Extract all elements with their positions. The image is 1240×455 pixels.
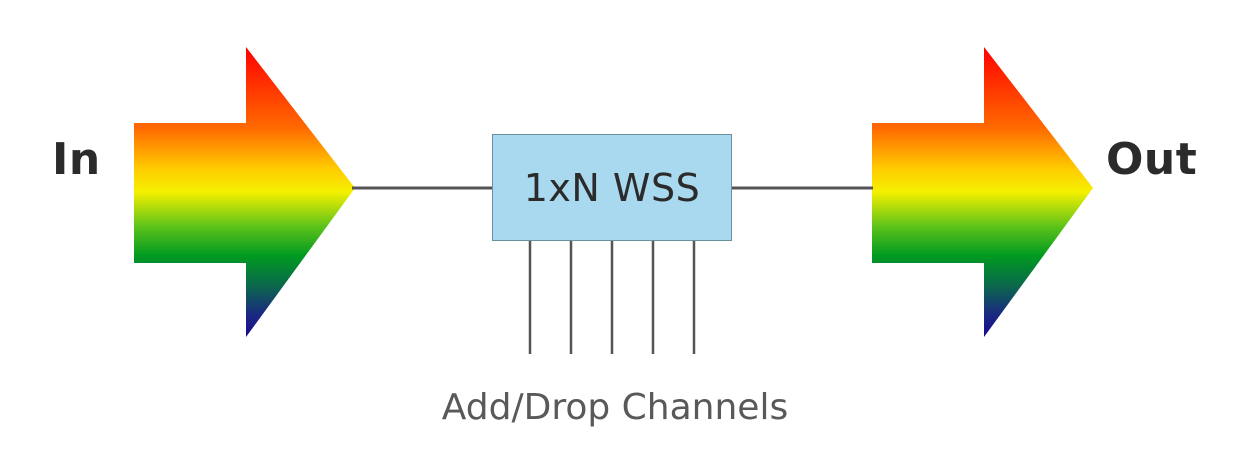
output-label: Out xyxy=(1106,134,1198,185)
output-spectrum-arrow xyxy=(872,47,1093,337)
input-spectrum-arrow xyxy=(134,47,355,337)
channels-caption-container: Add/Drop Channels xyxy=(0,387,1240,428)
add-drop-ports xyxy=(528,241,696,354)
wss-device-label: 1xN WSS xyxy=(523,165,701,210)
wss-device-box: 1xN WSS xyxy=(492,134,732,241)
input-label: In xyxy=(52,134,101,185)
add-drop-channels-label: Add/Drop Channels xyxy=(441,387,789,428)
